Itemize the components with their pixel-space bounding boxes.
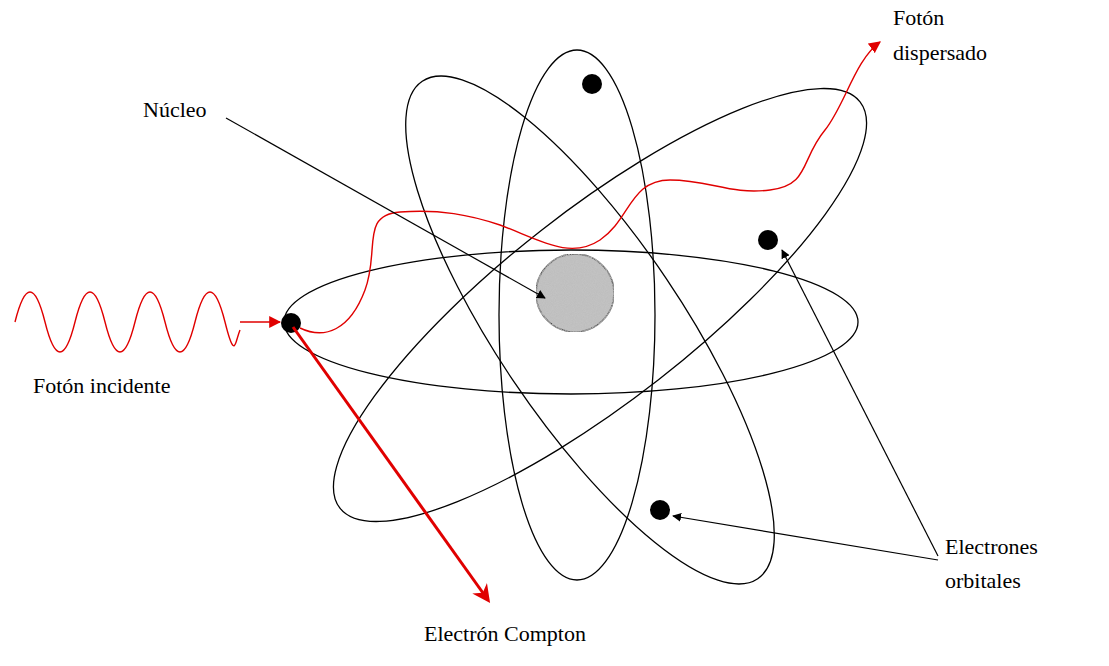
leader-line xyxy=(673,516,938,560)
scattered-photon xyxy=(300,42,880,333)
leader-line xyxy=(782,250,938,556)
label-text: Fotón dispersado xyxy=(893,0,1018,70)
label-text: Fotón incidente xyxy=(33,372,263,400)
orbit xyxy=(499,50,655,580)
electron xyxy=(281,313,301,333)
label-text: Núcleo xyxy=(143,96,233,124)
orbit xyxy=(281,27,918,583)
label-text: Electrón Compton xyxy=(405,620,605,648)
nucleus xyxy=(536,254,614,332)
compton-electron-arrow xyxy=(293,327,488,600)
incident-photon-arrow xyxy=(240,321,280,322)
electron xyxy=(758,230,778,250)
orbit xyxy=(346,30,834,630)
label-text: Electrones orbitales xyxy=(945,530,1070,598)
electron xyxy=(650,500,670,520)
incident-photon-wave xyxy=(15,292,240,352)
leader-line xyxy=(226,118,545,298)
electron xyxy=(582,74,602,94)
